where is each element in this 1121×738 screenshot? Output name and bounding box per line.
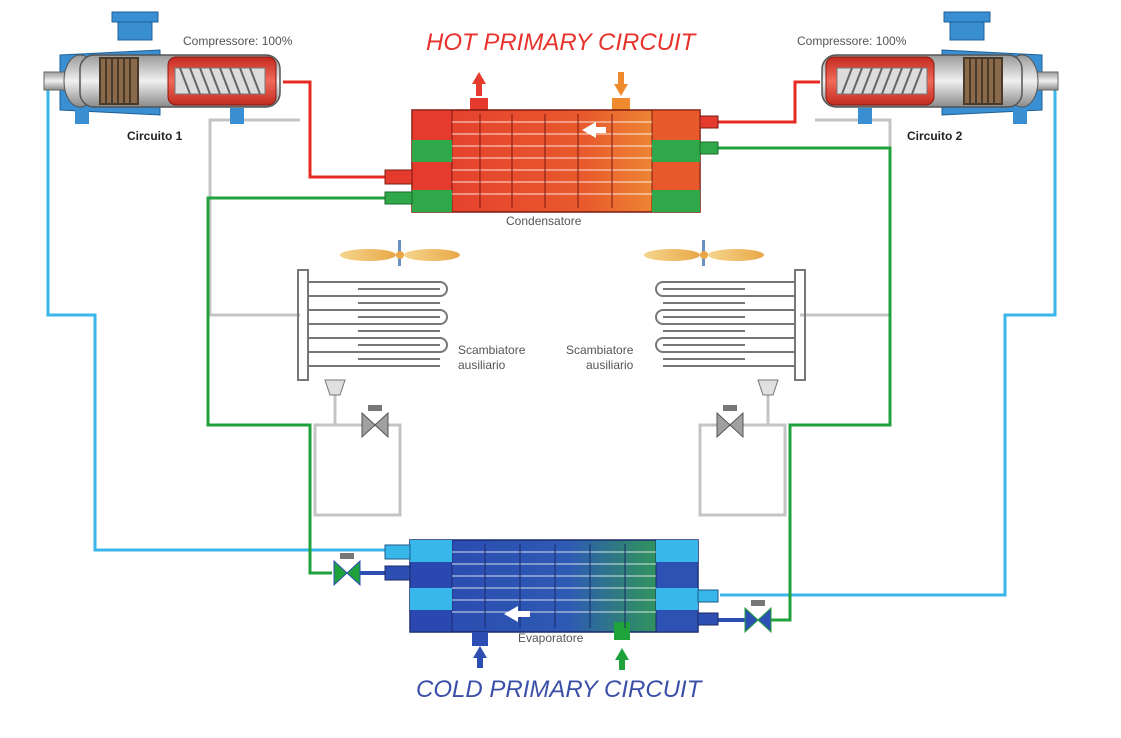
evaporator-label: Evaporatore [518, 631, 584, 645]
condenser-baffles [479, 114, 613, 208]
blue-connectors [360, 571, 745, 622]
red-pipes [283, 80, 820, 179]
blue-pipes [46, 80, 1057, 597]
evaporator-tubes [452, 551, 656, 613]
circuit-2-label: Circuito 2 [907, 129, 963, 143]
pipe-network [46, 80, 1057, 622]
compressor-left-label: Compressore: 100% [183, 34, 293, 48]
arrow-down-icon [614, 72, 628, 96]
aux-right-label-2: ausiliario [586, 358, 634, 372]
compressor-right-label: Compressore: 100% [797, 34, 907, 48]
motor-coil-left [99, 57, 139, 105]
motor-coil-right [963, 57, 1003, 105]
cold-primary-circuit-title: COLD PRIMARY CIRCUIT [416, 676, 704, 703]
green-pipes [206, 146, 892, 622]
aux-exchanger-right: Scambiatore ausiliario [566, 240, 806, 396]
compressor-right: Compressore: 100% Circuito 2 [797, 11, 1059, 143]
aux-exchanger-left: Scambiatore ausiliario [297, 240, 526, 396]
valve-icon[interactable] [716, 405, 744, 439]
condenser-tubes [452, 121, 652, 195]
circuit-1-label: Circuito 1 [127, 129, 183, 143]
aux-left-label-2: ausiliario [458, 358, 506, 372]
arrow-left-icon [582, 122, 606, 138]
fan-icon [340, 240, 460, 266]
compressor-left: Compressore: 100% Circuito 1 [43, 11, 293, 143]
condenser-label: Condensatore [506, 214, 582, 228]
arrow-up-icon [615, 648, 629, 670]
arrow-left-icon [504, 606, 530, 622]
fan-icon [644, 240, 764, 266]
valve-icon[interactable] [744, 600, 772, 634]
condenser: Condensatore [384, 72, 719, 228]
valve-icon[interactable] [333, 553, 361, 587]
valve-icon[interactable] [361, 405, 389, 439]
arrow-down-icon [473, 646, 487, 668]
evaporator: Evaporatore [384, 539, 719, 670]
gray-pipes [208, 118, 892, 517]
aux-right-label-1: Scambiatore [566, 343, 634, 357]
hot-primary-circuit-title: HOT PRIMARY CIRCUIT [426, 29, 698, 56]
aux-left-label-1: Scambiatore [458, 343, 526, 357]
arrow-up-icon [472, 72, 486, 96]
